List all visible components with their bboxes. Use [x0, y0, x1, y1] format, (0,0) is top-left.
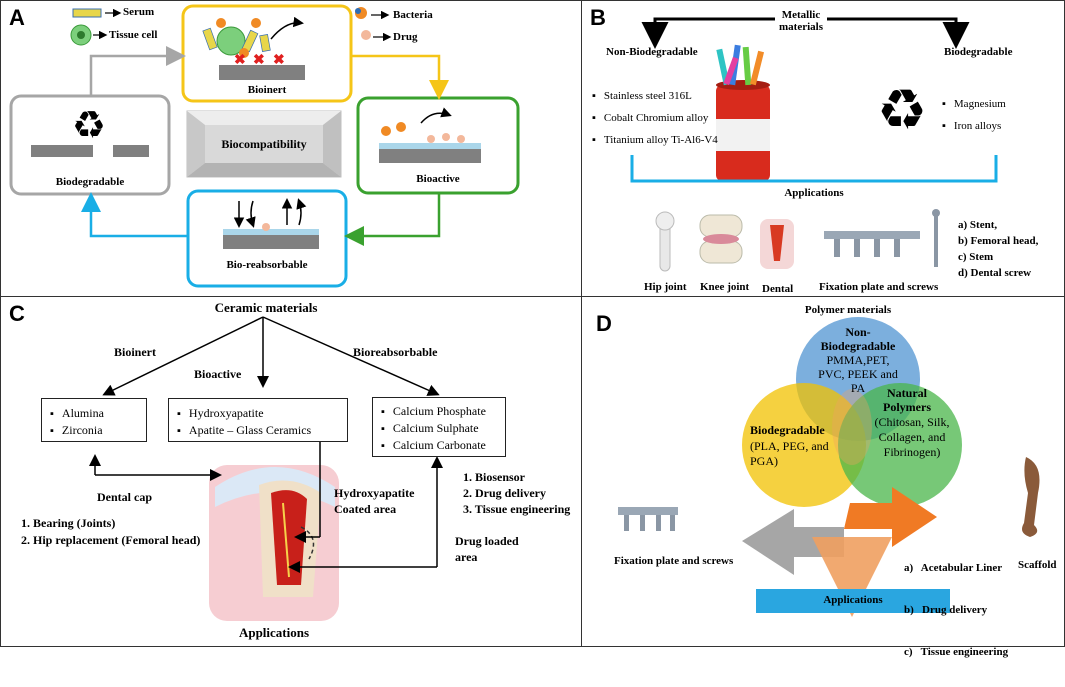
right-applications-list: 1. Biosensor 2. Drug delivery 3. Tissue …: [463, 469, 570, 517]
list-item: Magnesium: [942, 93, 1006, 115]
bioinert-label: Bioinert: [114, 345, 156, 359]
polymer-materials-title: Polymer materials: [804, 304, 892, 316]
ceramic-materials-title: Ceramic materials: [214, 300, 318, 315]
list-item: Calcium Sulphate: [381, 420, 497, 437]
node-biodegradable-label: Biodegradable: [55, 176, 125, 188]
node-bioinert-label: Bioinert: [247, 84, 287, 96]
fixation-plate-label: Fixation plate and screws: [819, 281, 939, 293]
biodegradable-text: (PLA, PEG, and PGA): [750, 439, 829, 468]
box-bioreabsorbable: Calcium Phosphate Calcium Sulphate Calci…: [372, 397, 506, 457]
panel-letter-c: C: [9, 301, 25, 326]
natural-polymers-title: Natural Polymers: [883, 386, 931, 414]
applications-label: Applications: [823, 594, 883, 606]
panel-b: B ♻ Me: [581, 0, 1065, 297]
legend-tissue-cell: Tissue cell: [109, 29, 158, 41]
biodegradable-title: Biodegradable: [750, 423, 825, 437]
drug-loaded-label: Drug loaded area: [455, 534, 519, 564]
box-bioactive: Hydroxyapatite Apatite – Glass Ceramics: [168, 398, 348, 442]
list-item: a) Stent,: [958, 219, 998, 231]
biodegradable-list: Magnesium Iron alloys: [942, 93, 1006, 137]
panel-c-graphics: [89, 316, 443, 621]
panel-d-graphics: [618, 317, 1040, 617]
list-item: Cobalt Chromium alloy: [592, 107, 718, 129]
panel-letter-b: B: [590, 5, 606, 30]
list-item: c) Tissue engineering: [904, 646, 1009, 658]
bioreabsorbable-label: Bioreabsorbable: [353, 345, 438, 359]
list-item: Hydroxyapatite: [177, 405, 339, 422]
center-biocompatibility: Biocompatibility: [221, 137, 307, 151]
left-applications-list: 1. Bearing (Joints) 2. Hip replacement (…: [21, 515, 200, 549]
panel-d: D Polymer materials Non- Biodegradable P…: [581, 296, 1065, 658]
panel-letter-d: D: [596, 311, 612, 336]
biodegradable-label: Biodegradable: [944, 46, 1013, 58]
bioactive-label: Bioactive: [194, 367, 242, 381]
list-item: 1. Bearing (Joints): [21, 516, 116, 530]
list-item: b) Drug delivery: [904, 604, 988, 616]
list-item: Apatite – Glass Ceramics: [177, 422, 339, 439]
list-item: Iron alloys: [942, 115, 1006, 137]
panel-a: A ✖ ✖ ✖: [0, 0, 582, 297]
list-item: d) Dental screw: [958, 267, 1032, 279]
non-biodegradable-label: Non-Biodegradable: [606, 46, 698, 58]
legend-serum: Serum: [123, 6, 155, 18]
dental-label: Dental: [762, 283, 794, 295]
fixation-plate-label: Fixation plate and screws: [614, 555, 734, 567]
metallic-materials-title: Metallic materials: [779, 9, 823, 33]
applications-label: Applications: [238, 625, 310, 640]
list-item: Calcium Phosphate: [381, 403, 497, 420]
svg-text:♻: ♻: [72, 103, 106, 147]
panel-letter-a: A: [9, 5, 25, 30]
list-item: 2. Hip replacement (Femoral head): [21, 533, 201, 547]
applications-list: a) Acetabular Liner b) Drug delivery c) …: [904, 533, 1008, 687]
list-item: c) Stem: [958, 251, 994, 263]
non-biodegradable-text: PMMA,PET, PVC, PEEK and PA: [818, 353, 898, 395]
panel-c: C Ceramic materials Bioinert Bioactive B…: [0, 296, 582, 647]
node-bio-reabsorbable-label: Bio-reabsorbable: [226, 259, 308, 271]
list-item: 3. Tissue engineering: [463, 502, 571, 516]
svg-text:✖: ✖: [273, 51, 285, 67]
list-item: Zirconia: [50, 422, 138, 439]
svg-text:✖: ✖: [234, 51, 246, 67]
node-bioactive-label: Bioactive: [416, 173, 460, 185]
list-item: a) Acetabular Liner: [904, 562, 1003, 574]
non-biodegradable-list: Stainless steel 316L Cobalt Chromium all…: [592, 85, 718, 151]
svg-text:♻: ♻: [877, 78, 927, 143]
natural-polymers-text: (Chitosan, Silk, Collagen, and Fibrinoge…: [874, 415, 950, 459]
dental-cap-label: Dental cap: [97, 490, 152, 504]
list-item: b) Femoral head,: [958, 235, 1039, 247]
list-item: Titanium alloy Ti-Al6-V4: [592, 129, 718, 151]
list-item: Calcium Carbonate: [381, 437, 497, 454]
knee-joint-label: Knee joint: [700, 281, 750, 293]
hydroxyapatite-coated-label: Hydroxyapatite Coated area: [334, 486, 415, 516]
list-item: 2. Drug delivery: [463, 486, 546, 500]
applications-label: Applications: [784, 187, 844, 199]
list-item: Alumina: [50, 405, 138, 422]
panel-b-graphics: ♻: [630, 17, 998, 272]
applications-list: a) Stent, b) Femoral head, c) Stem d) De…: [958, 217, 1038, 281]
legend-drug: Drug: [393, 31, 418, 43]
svg-text:✖: ✖: [253, 51, 265, 67]
list-item: 1. Biosensor: [463, 470, 526, 484]
box-bioinert: Alumina Zirconia: [41, 398, 147, 442]
non-biodegradable-title: Non- Biodegradable: [820, 325, 896, 353]
legend-bacteria: Bacteria: [393, 9, 433, 21]
scaffold-label: Scaffold: [1018, 559, 1057, 571]
list-item: Stainless steel 316L: [592, 85, 718, 107]
panel-a-graphics: ✖ ✖ ✖ ♻: [9, 4, 520, 288]
hip-joint-label: Hip joint: [644, 281, 687, 293]
